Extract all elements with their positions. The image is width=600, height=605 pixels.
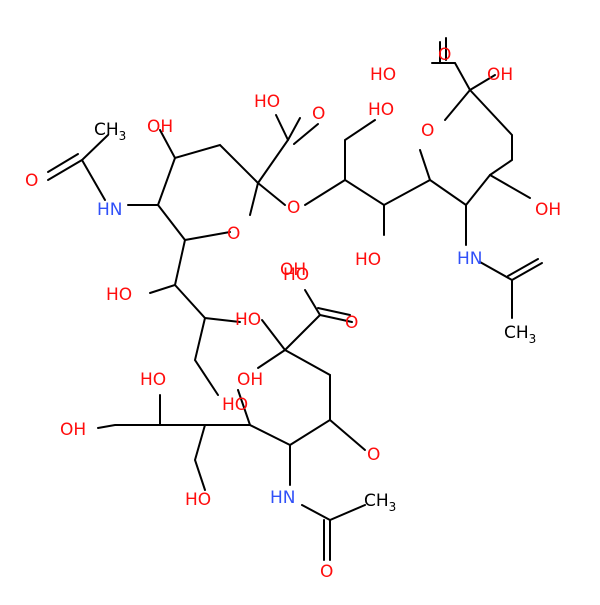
bond bbox=[257, 117, 301, 184]
atom-label: OH bbox=[60, 420, 86, 440]
bond bbox=[329, 419, 366, 451]
bond bbox=[444, 89, 471, 121]
bond bbox=[47, 153, 79, 173]
bond bbox=[507, 258, 539, 277]
bond bbox=[127, 157, 176, 206]
bond bbox=[261, 319, 286, 351]
atom-label: O bbox=[367, 445, 380, 465]
bond bbox=[257, 182, 286, 206]
atom-label: O bbox=[345, 313, 358, 333]
atom-label: O bbox=[320, 562, 333, 582]
atom-label: HO bbox=[283, 265, 309, 285]
bond bbox=[469, 89, 513, 176]
bond bbox=[249, 182, 259, 216]
atom-label: CH3 bbox=[94, 120, 126, 143]
atom-label: HN bbox=[270, 488, 296, 508]
bond bbox=[47, 159, 83, 181]
bond bbox=[193, 424, 251, 491]
atom-label: O bbox=[227, 224, 240, 244]
atom-label: HO bbox=[222, 395, 248, 415]
atom-label: HO bbox=[368, 100, 394, 120]
atom-label: OH bbox=[147, 117, 173, 137]
bond bbox=[293, 123, 319, 145]
bond bbox=[159, 394, 206, 426]
atom-label: OH bbox=[237, 370, 263, 390]
bond bbox=[284, 313, 353, 351]
atom-label: HO bbox=[370, 65, 396, 85]
atom-label: O bbox=[421, 121, 434, 141]
atom-label: CH3 bbox=[504, 323, 536, 346]
atom-label: O bbox=[25, 171, 38, 191]
bond bbox=[157, 204, 231, 242]
atom-label: HO bbox=[106, 285, 132, 305]
bond bbox=[469, 74, 496, 91]
bond bbox=[149, 239, 186, 294]
atom-label: HN bbox=[457, 249, 483, 269]
atom-label: HO bbox=[235, 310, 261, 330]
bond bbox=[275, 114, 289, 141]
bond bbox=[257, 349, 286, 369]
bond bbox=[304, 179, 346, 206]
bond bbox=[317, 307, 351, 316]
bond bbox=[193, 317, 219, 396]
atom-label: OH bbox=[487, 65, 513, 85]
atom-label: O bbox=[287, 198, 300, 218]
bonds bbox=[47, 37, 543, 561]
atom-label: HO bbox=[254, 92, 280, 112]
atom-label: HO bbox=[355, 250, 381, 270]
bond bbox=[97, 424, 161, 429]
bond bbox=[511, 262, 543, 281]
atom-label: O bbox=[312, 104, 325, 124]
atom-label: HO bbox=[185, 490, 211, 510]
bond bbox=[284, 349, 331, 446]
bond bbox=[344, 119, 431, 207]
bond bbox=[304, 289, 321, 316]
atom-label: HN bbox=[97, 200, 123, 220]
atom-label: CH3 bbox=[364, 491, 396, 514]
atom-labels: OH HO O HO O OH HO HO O O O OH HO O HO O… bbox=[25, 45, 561, 582]
bond bbox=[431, 62, 471, 91]
atom-label: HO bbox=[140, 370, 166, 390]
atom-label: OH bbox=[535, 200, 561, 220]
atom-label: O bbox=[438, 45, 451, 65]
bond bbox=[419, 149, 491, 207]
bond bbox=[174, 284, 241, 323]
bond bbox=[479, 261, 513, 281]
bond bbox=[489, 174, 531, 199]
bond bbox=[80, 134, 109, 201]
bond bbox=[301, 504, 366, 522]
atom-label: OH bbox=[280, 260, 306, 280]
bond bbox=[159, 129, 259, 184]
